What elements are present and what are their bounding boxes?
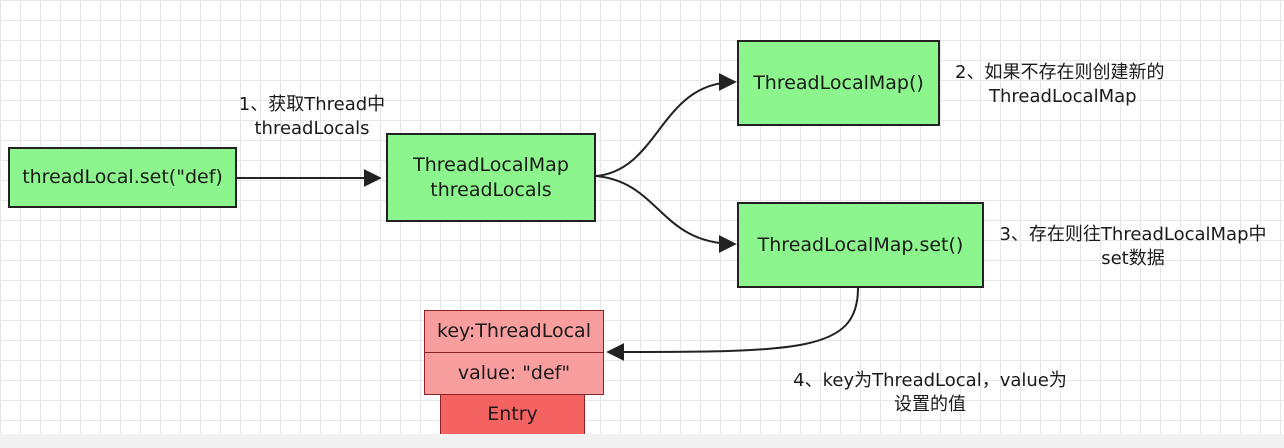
arrow-map-set-to-entry	[606, 287, 859, 361]
step3-line2: set数据	[1101, 248, 1165, 269]
step3-line1: 3、存在则往ThreadLocalMap中	[999, 224, 1267, 245]
step2-label: 2、如果不存在则创建新的 ThreadLocalMap	[955, 61, 1164, 109]
threadlocal-set-label: threadLocal.set("def)	[22, 166, 223, 188]
entry-value-field: value: "def"	[424, 352, 604, 395]
entry-key-field: key:ThreadLocal	[424, 310, 604, 353]
step2-line2: ThreadLocalMap	[989, 86, 1137, 107]
create-map-node: ThreadLocalMap()	[737, 40, 940, 126]
map-set-label: ThreadLocalMap.set()	[757, 233, 964, 256]
step4-line1: 4、key为ThreadLocal，value为	[793, 370, 1067, 391]
entry-header: Entry	[440, 394, 585, 435]
map-set-node: ThreadLocalMap.set()	[737, 202, 984, 288]
threadlocals-node: ThreadLocalMap threadLocals	[386, 133, 596, 222]
bottom-scroll-bar[interactable]	[0, 434, 1284, 448]
arrow-threadlocals-to-map-set	[595, 175, 737, 253]
step3-label: 3、存在则往ThreadLocalMap中 set数据	[990, 223, 1276, 271]
create-map-label: ThreadLocalMap()	[753, 71, 924, 94]
arrow-threadlocals-to-create-map	[595, 73, 737, 177]
step2-line1: 2、如果不存在则创建新的	[955, 62, 1165, 83]
step1-line1: 1、获取Thread中	[238, 94, 386, 115]
entry-value-label: value: "def"	[457, 362, 571, 384]
step4-line2: 设置的值	[894, 394, 966, 415]
entry-header-label: Entry	[487, 403, 538, 425]
entry-key-label: key:ThreadLocal	[437, 320, 591, 342]
step1-label: 1、获取Thread中 threadLocals	[222, 93, 402, 141]
threadlocal-set-node: threadLocal.set("def)	[8, 147, 237, 208]
step1-line2: threadLocals	[254, 118, 370, 139]
step4-label: 4、key为ThreadLocal，value为 设置的值	[770, 369, 1090, 417]
threadlocals-type-label: ThreadLocalMap	[413, 153, 569, 176]
threadlocals-name-label: threadLocals	[430, 178, 552, 201]
